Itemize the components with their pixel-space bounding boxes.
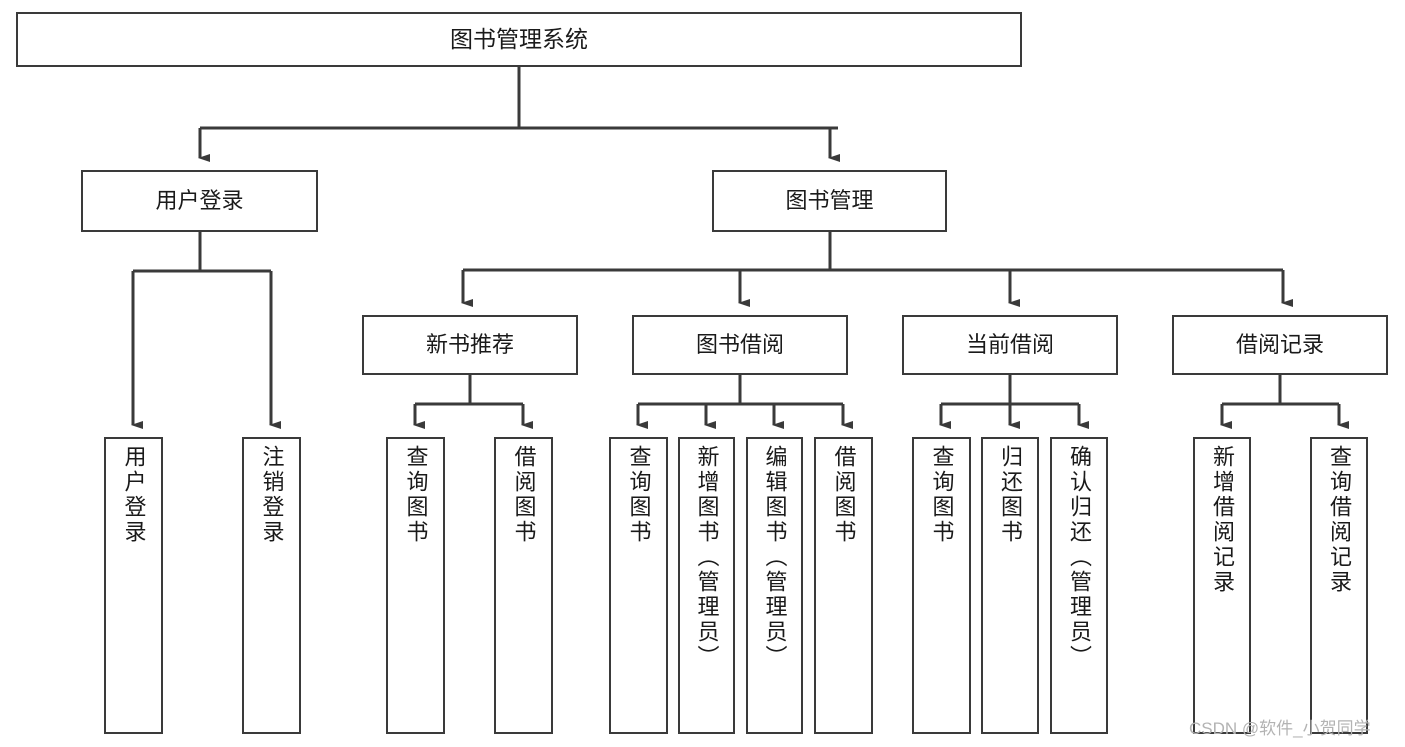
node-label: 查询图书 bbox=[403, 445, 429, 545]
node-label: 新书推荐 bbox=[425, 332, 514, 358]
node-leaf-query-book-1[interactable]: 查询图书 bbox=[386, 437, 445, 734]
node-label: 用户登录 bbox=[121, 445, 147, 545]
node-label: 借阅记录 bbox=[1235, 332, 1324, 358]
node-label: 图书管理 bbox=[785, 188, 874, 214]
node-book-borrow[interactable]: 图书借阅 bbox=[632, 315, 848, 375]
node-leaf-borrow-book-2[interactable]: 借阅图书 bbox=[814, 437, 873, 734]
node-label: 确认归还（管理员） bbox=[1067, 445, 1092, 670]
node-root-system[interactable]: 图书管理系统 bbox=[16, 12, 1022, 67]
node-leaf-add-book[interactable]: 新增图书（管理员） bbox=[678, 437, 735, 734]
node-label: 新增借阅记录 bbox=[1210, 445, 1235, 595]
node-label: 用户登录 bbox=[155, 188, 244, 214]
csdn-watermark: CSDN @软件_小贺同学 bbox=[1189, 719, 1371, 738]
node-leaf-logout[interactable]: 注销登录 bbox=[242, 437, 301, 734]
node-label: 注销登录 bbox=[259, 445, 285, 545]
node-leaf-return-book[interactable]: 归还图书 bbox=[981, 437, 1039, 734]
node-label: 查询图书 bbox=[929, 445, 955, 545]
node-leaf-query-record[interactable]: 查询借阅记录 bbox=[1310, 437, 1368, 734]
node-borrow-record[interactable]: 借阅记录 bbox=[1172, 315, 1388, 375]
node-label: 归还图书 bbox=[998, 445, 1023, 545]
node-current-borrow[interactable]: 当前借阅 bbox=[902, 315, 1118, 375]
node-leaf-edit-book[interactable]: 编辑图书（管理员） bbox=[746, 437, 803, 734]
node-book-management[interactable]: 图书管理 bbox=[712, 170, 947, 232]
node-label: 当前借阅 bbox=[965, 332, 1054, 358]
node-leaf-confirm-return[interactable]: 确认归还（管理员） bbox=[1050, 437, 1108, 734]
node-new-book-recommend[interactable]: 新书推荐 bbox=[362, 315, 578, 375]
node-leaf-query-book-2[interactable]: 查询图书 bbox=[609, 437, 668, 734]
node-label: 编辑图书（管理员） bbox=[762, 445, 788, 670]
node-label: 借阅图书 bbox=[511, 445, 537, 545]
node-user-login[interactable]: 用户登录 bbox=[81, 170, 318, 232]
node-label: 借阅图书 bbox=[831, 445, 857, 545]
node-label: 新增图书（管理员） bbox=[694, 445, 720, 670]
node-leaf-borrow-book-1[interactable]: 借阅图书 bbox=[494, 437, 553, 734]
node-label: 查询图书 bbox=[626, 445, 652, 545]
node-leaf-user-login[interactable]: 用户登录 bbox=[104, 437, 163, 734]
node-label: 图书管理系统 bbox=[450, 25, 588, 52]
node-leaf-add-record[interactable]: 新增借阅记录 bbox=[1193, 437, 1251, 734]
node-label: 查询借阅记录 bbox=[1327, 445, 1352, 595]
node-label: 图书借阅 bbox=[695, 332, 784, 358]
node-leaf-query-book-3[interactable]: 查询图书 bbox=[912, 437, 971, 734]
